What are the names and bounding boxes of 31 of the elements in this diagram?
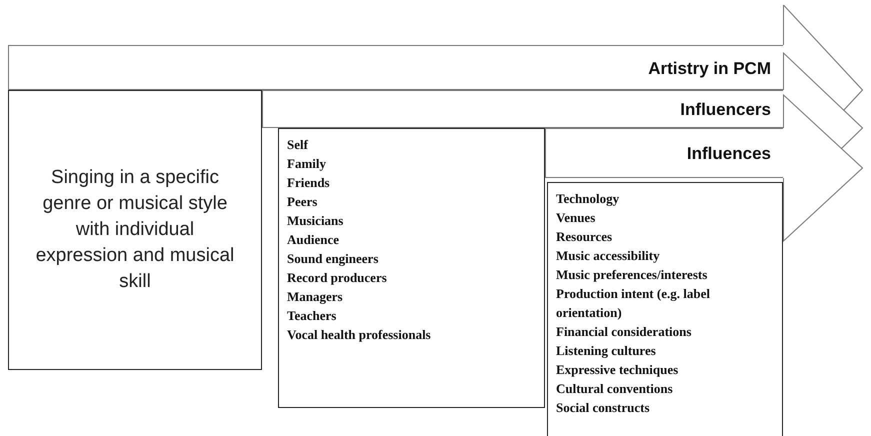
list-item: Managers: [287, 288, 344, 306]
text-box: [8, 90, 262, 370]
list-item: Music accessibility: [556, 247, 661, 265]
list-item: Resources: [556, 228, 614, 246]
arrow-shaft: [545, 128, 783, 178]
list-item: Listening cultures: [556, 342, 657, 360]
list-item: Expressive techniques: [556, 361, 680, 379]
list-item: Sound engineers: [287, 250, 380, 268]
band-label: Artistry in PCM: [648, 58, 771, 78]
list-item: Peers: [287, 193, 318, 211]
list-item: Friends: [287, 174, 331, 192]
band-label: Influences: [686, 144, 771, 164]
box-text: Singing in a specific genre or musical style with individual expression and musical skill: [34, 166, 236, 294]
band-label: Influencers: [680, 100, 771, 120]
list-item: Musicians: [287, 212, 344, 230]
list-item: Cultural conventions: [556, 380, 674, 398]
list-item: Record producers: [287, 269, 388, 287]
list-item: Production intent (e.g. label orientation): [556, 285, 711, 322]
list-item: Audience: [287, 231, 340, 249]
list-item: Teachers: [287, 307, 338, 325]
text-box: [547, 182, 783, 436]
list-item: Financial considerations: [556, 323, 692, 341]
list-item: Family: [287, 155, 327, 173]
list-item: Technology: [556, 190, 620, 208]
list-item: Vocal health professionals: [287, 326, 432, 344]
list-item: Music preferences/interests: [556, 266, 708, 284]
list-item: Venues: [556, 209, 596, 227]
list-item: Self: [287, 136, 310, 154]
arrow-shaft: [262, 90, 783, 128]
text-box: [278, 128, 545, 408]
list-item: Social constructs: [556, 399, 651, 417]
